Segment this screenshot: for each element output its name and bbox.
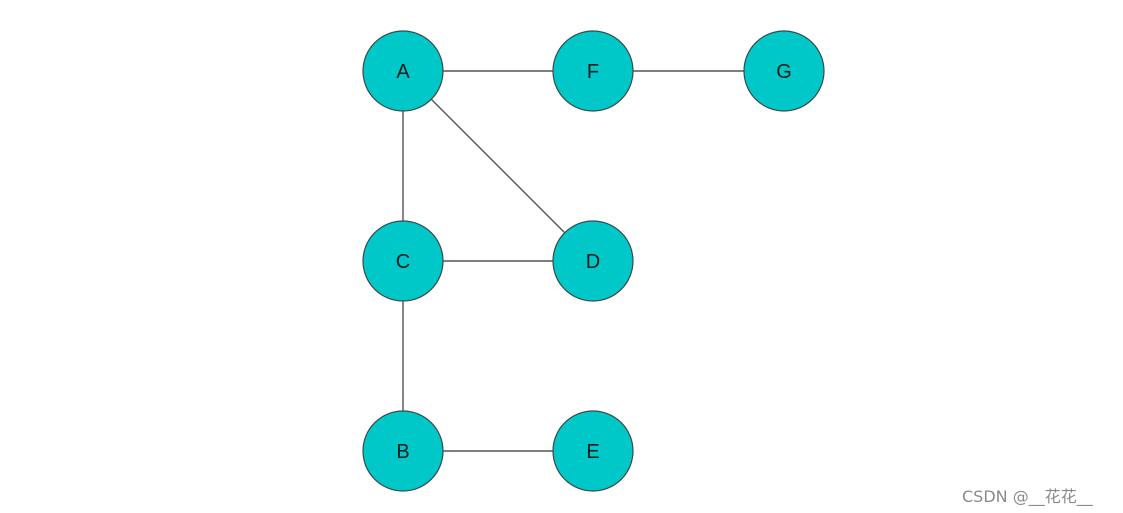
node-circle bbox=[362, 410, 444, 492]
edge-a-d bbox=[430, 98, 566, 234]
node-c: C bbox=[362, 220, 444, 302]
watermark: CSDN @__花花__ bbox=[962, 487, 1093, 506]
node-label: B bbox=[396, 441, 409, 463]
node-circle bbox=[362, 30, 444, 112]
node-label: G bbox=[776, 61, 792, 83]
nodes-layer: A F G C D B E bbox=[362, 30, 825, 492]
node-circle bbox=[362, 220, 444, 302]
node-e: E bbox=[552, 410, 634, 492]
node-f: F bbox=[552, 30, 634, 112]
node-label: A bbox=[396, 61, 410, 83]
node-circle bbox=[743, 30, 825, 112]
node-b: B bbox=[362, 410, 444, 492]
node-g: G bbox=[743, 30, 825, 112]
node-circle bbox=[552, 410, 634, 492]
node-label: E bbox=[586, 441, 599, 463]
node-circle bbox=[552, 220, 634, 302]
node-label: F bbox=[587, 61, 599, 83]
node-a: A bbox=[362, 30, 444, 112]
edges-layer bbox=[402, 70, 744, 452]
node-d: D bbox=[552, 220, 634, 302]
node-label: C bbox=[396, 251, 410, 273]
node-label: D bbox=[586, 251, 600, 273]
node-circle bbox=[552, 30, 634, 112]
